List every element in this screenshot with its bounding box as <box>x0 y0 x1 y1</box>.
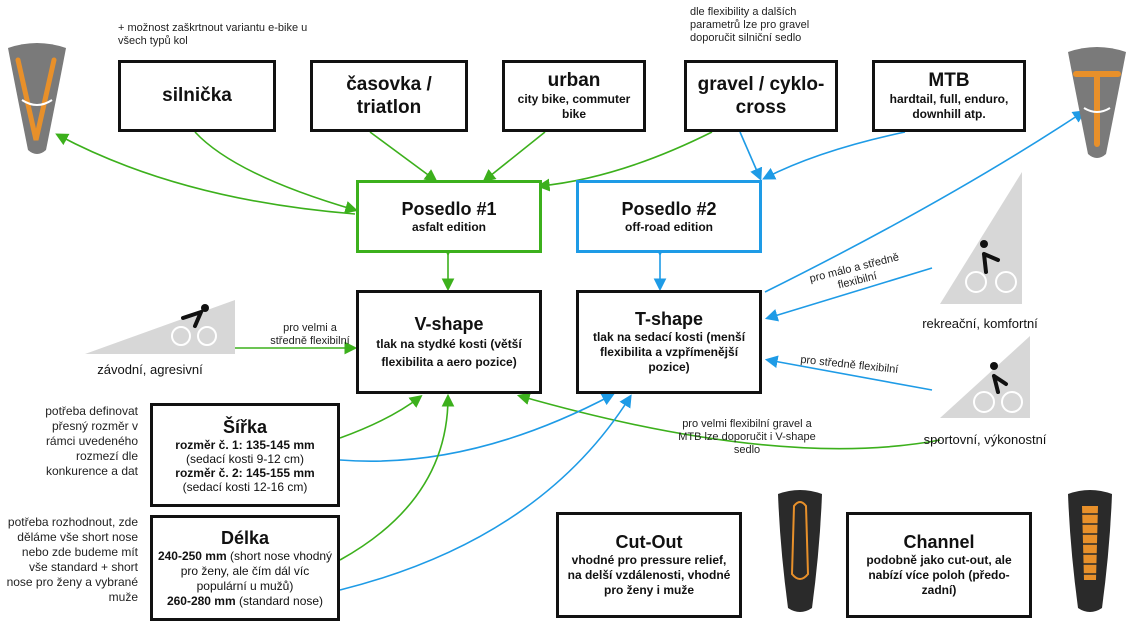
sirka-r1: rozměr č. 1: 135-145 mm <box>175 437 315 452</box>
channel-desc: podobně jako cut-out, ale nabízí více po… <box>866 553 1012 597</box>
tshape-desc: tlak na sedací kosti (menší flexibilita … <box>592 330 746 374</box>
bike-silnicka: silnička <box>118 60 276 132</box>
bike-mtb: MTB hardtail, full, enduro, downhill atp… <box>872 60 1026 132</box>
arrow-rekreacni-tshape <box>764 267 933 322</box>
tshape-box: T-shape tlak na sedací kosti (menší flex… <box>576 290 762 394</box>
arrow-sportovni-vshape <box>516 392 941 450</box>
note-gravel-v: pro velmi flexibilní gravel a MTB lze do… <box>678 418 816 456</box>
vshape-desc: tlak na stydké kosti (větší flexibilita … <box>376 336 522 369</box>
bike-casovka-label: časovka / triatlon <box>346 74 432 118</box>
vshape-box: V-shape tlak na stydké kosti (větší flex… <box>356 290 542 394</box>
delka-l2: 260-280 mm <box>166 593 236 608</box>
bike-silnicka-label: silnička <box>162 85 232 106</box>
label-zavodni: závodní, agresivní <box>97 362 203 377</box>
arrow-casovka-posedlo1 <box>369 131 438 182</box>
posedlo-2: Posedlo #2 off-road edition <box>576 180 762 253</box>
channel-box: Channel podobně jako cut-out, ale nabízí… <box>846 512 1032 618</box>
arrow-posedlo1-vshape-image <box>55 133 356 215</box>
sirka-r2-sub: (sedací kosti 12-16 cm) <box>182 479 308 494</box>
bike-gravel: gravel / cyklo-cross <box>684 60 838 132</box>
leisure-position-illustration <box>940 172 1022 304</box>
posedlo-1-sub: asfalt edition <box>411 220 486 234</box>
delka-l2-sub: (standard nose) <box>239 593 324 608</box>
arrow-delka-vshape <box>339 393 455 561</box>
arrow-mtb-posedlo2 <box>762 131 906 180</box>
note-gravel: dle flexibility a dalších parametrů lze … <box>690 6 810 44</box>
arrow-urban-posedlo1 <box>482 131 546 182</box>
race-position-illustration <box>85 300 235 354</box>
bike-gravel-label: gravel / cyklo-cross <box>697 74 825 118</box>
cutout-title: Cut-Out <box>615 532 683 552</box>
posedlo-1: Posedlo #1 asfalt edition <box>356 180 542 253</box>
tshape-title: T-shape <box>634 309 704 329</box>
delka-line-2: 260-280 mm (standard nose) <box>167 594 323 609</box>
delka-box: Délka 240-250 mm (short nose vhodný pro … <box>150 515 340 621</box>
sirka-r2: rozměr č. 2: 145-155 mm <box>175 465 315 480</box>
cutout-desc: vhodné pro pressure relief, na delší vzd… <box>567 553 731 597</box>
bike-urban: urban city bike, commuter bike <box>502 60 646 132</box>
label-sportovni: sportovní, výkonostní <box>923 432 1047 447</box>
vshape-saddle-image <box>8 43 66 154</box>
channel-saddle-image <box>1068 490 1112 612</box>
sirka-title: Šířka <box>222 416 268 437</box>
arrow-gravel-posedlo2 <box>739 131 763 181</box>
bike-mtb-title: MTB <box>928 70 970 91</box>
arrow-sportovni-tshape <box>764 355 933 391</box>
posedlo-1-title: Posedlo #1 <box>401 199 497 219</box>
label-rekreacni: rekreační, komfortní <box>922 316 1038 331</box>
sport-position-illustration <box>940 336 1030 418</box>
note-ebike: + možnost zaškrtnout variantu e-bike u v… <box>118 22 308 47</box>
delka-l1-sub: (short nose vhodný pro ženy, ale čím dál… <box>180 548 333 593</box>
cutout-box: Cut-Out vhodné pro pressure relief, na d… <box>556 512 742 618</box>
bike-urban-sub: city bike, commuter bike <box>517 92 631 121</box>
sirka-box: Šířka rozměr č. 1: 135-145 mm (sedací ko… <box>150 403 340 507</box>
cutout-saddle-image <box>778 490 822 612</box>
arrow-gravel-posedlo1 <box>536 131 713 192</box>
arrow-sirka-vshape <box>339 395 423 439</box>
note-sirka: potřeba definovat přesný rozměr v rámci … <box>45 404 138 478</box>
arrow-tshape-image <box>764 110 1086 293</box>
arrow-silnicka-posedlo1 <box>194 131 359 214</box>
bike-mtb-sub: hardtail, full, enduro, downhill atp. <box>889 92 1009 121</box>
arrow-sirka-tshape <box>339 393 615 462</box>
sirka-r1-sub: (sedací kosti 9-12 cm) <box>185 451 305 466</box>
posedlo-2-sub: off-road edition <box>625 220 713 234</box>
delka-title: Délka <box>220 527 270 548</box>
arrow-delka-tshape <box>339 394 632 591</box>
vshape-title: V-shape <box>414 313 484 334</box>
delka-line-1: 240-250 mm (short nose vhodný pro ženy, … <box>157 549 333 594</box>
bike-casovka: časovka / triatlon <box>310 60 468 132</box>
channel-title: Channel <box>903 532 975 552</box>
tshape-saddle-image <box>1068 47 1126 158</box>
note-delka: potřeba rozhodnout, zde děláme vše short… <box>6 515 138 604</box>
note-velmi: pro velmi a středně flexibilní <box>270 322 350 347</box>
bike-urban-title: urban <box>547 70 601 91</box>
posedlo-2-title: Posedlo #2 <box>621 199 717 219</box>
delka-l1: 240-250 mm <box>157 548 227 563</box>
